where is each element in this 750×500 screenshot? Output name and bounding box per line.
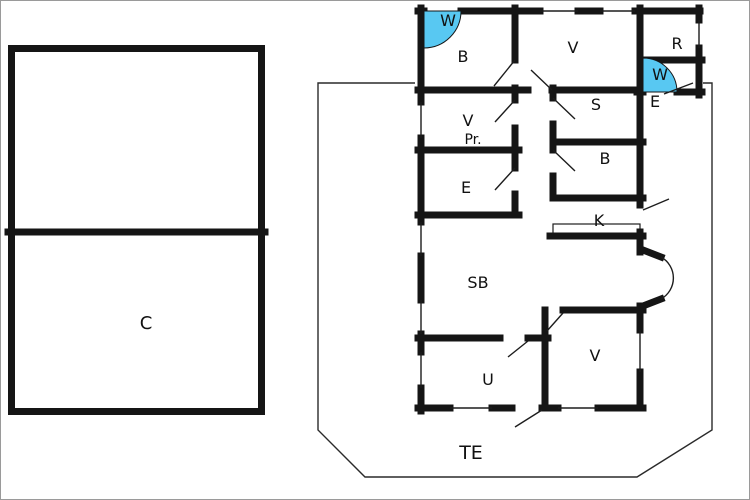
room-label-b-top: B — [458, 47, 469, 66]
room-label-sb: SB — [467, 273, 488, 292]
room-label-u: U — [482, 370, 494, 389]
room-label-e-mid: E — [461, 178, 471, 197]
door-swing-top-entry-icon — [423, 10, 462, 49]
main-building-walls — [414, 4, 706, 415]
room-labels: C TE W B V R W E S V Pr. B E K SB U V — [140, 11, 683, 464]
room-label-e-side: E — [650, 92, 660, 111]
room-label-r: R — [671, 34, 682, 53]
plot-boundary — [317, 82, 713, 478]
room-label-c: C — [140, 313, 153, 334]
room-label-b-mid: B — [600, 149, 611, 168]
room-label-w-side: W — [652, 65, 668, 84]
room-label-v-pr-2: Pr. — [464, 132, 481, 148]
room-label-v-pr-1: V — [463, 111, 474, 130]
room-label-w-top: W — [440, 11, 456, 30]
plot-label-te: TE — [458, 442, 483, 464]
room-label-v-bottom: V — [590, 346, 601, 365]
room-label-s: S — [591, 95, 601, 114]
building-c — [4, 45, 269, 415]
room-label-v-top: V — [568, 38, 579, 57]
room-label-k: K — [594, 211, 605, 230]
windows-and-doors — [420, 10, 700, 428]
